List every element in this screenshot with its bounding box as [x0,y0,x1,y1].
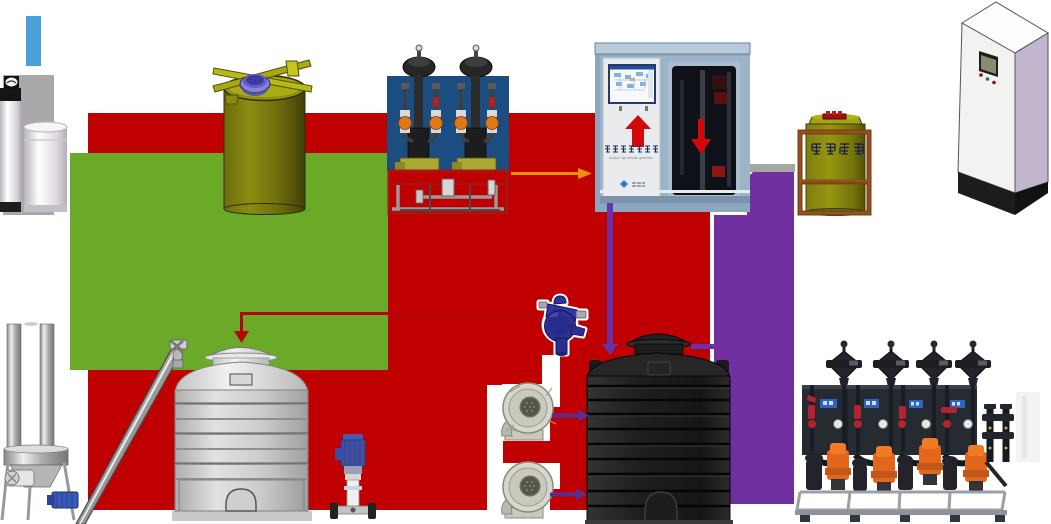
svg-text:Sodium hypochlorite generator: Sodium hypochlorite generator [609,156,653,160]
